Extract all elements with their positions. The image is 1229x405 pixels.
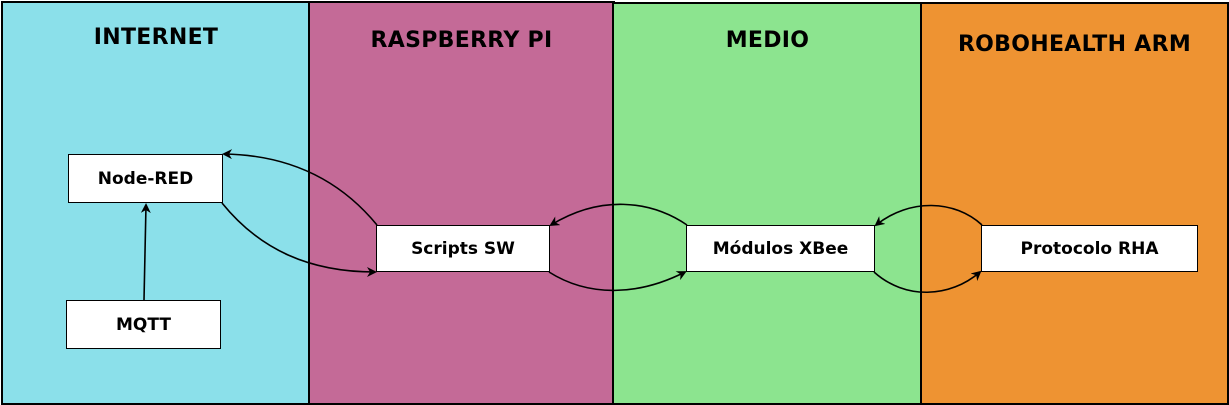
arrow-rha-to-xbee: [874, 204, 983, 227]
lane-title-internet: INTERNET: [93, 25, 219, 50]
modulos-xbee-box: Módulos XBee: [686, 225, 875, 272]
node-red-box: Node-RED: [68, 154, 223, 203]
mqtt-box: MQTT: [66, 300, 221, 349]
lane-raspberry-pi: RASPBERRY PI: [308, 1, 615, 405]
arrow-xbee-to-rha: [873, 270, 982, 294]
protocolo-rha-box: Protocolo RHA: [981, 225, 1198, 272]
arrow-mqtt-to-node-red: [140, 203, 151, 301]
arrow-xbee-to-scripts: [549, 203, 688, 227]
lane-title-robohealth-arm: ROBOHEALTH ARM: [957, 32, 1192, 57]
lane-title-raspberry-pi: RASPBERRY PI: [370, 28, 553, 53]
arrow-scripts-to-xbee: [548, 271, 687, 292]
scripts-sw-box: Scripts SW: [376, 225, 550, 272]
lane-robohealth-arm: ROBOHEALTH ARM: [920, 2, 1229, 405]
arrow-scripts-to-node-red: [222, 149, 378, 226]
arrow-node-red-to-scripts: [221, 202, 377, 277]
lane-title-medio: MEDIO: [725, 28, 810, 53]
